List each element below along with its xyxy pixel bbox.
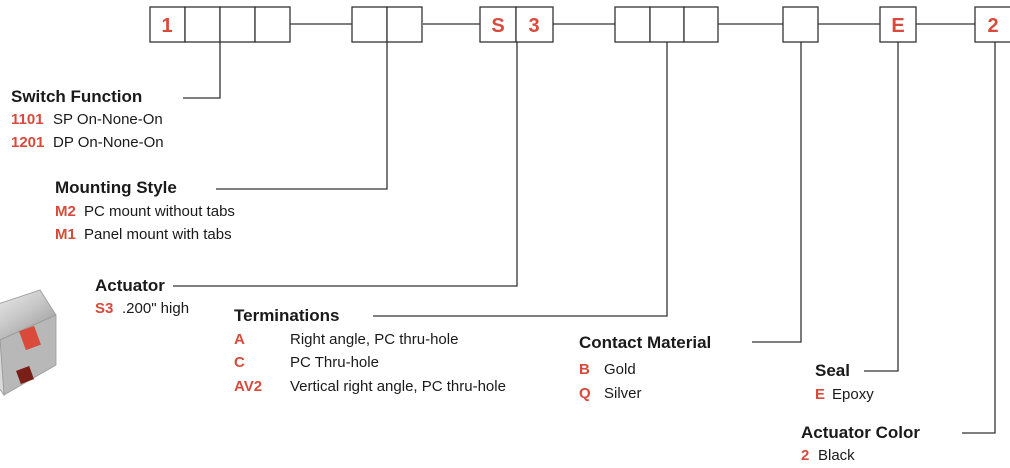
option-code: E [815,386,832,403]
part-box-10 [650,7,684,42]
option-code: 1201 [11,134,53,151]
box-text-13: E [891,15,904,37]
option-code: Q [579,385,604,402]
leader-actuator [173,42,517,286]
option-text: .200" high [122,300,189,317]
option-code: B [579,361,604,378]
box-text-8: 3 [528,15,539,37]
part-box-2 [185,7,220,42]
option-text: PC mount without tabs [84,203,235,220]
actuator-color-label: Actuator Color [801,423,920,443]
leader-seal [864,42,898,371]
part-box-6 [387,7,422,42]
leader-terminations [373,42,667,316]
option-code: M2 [55,203,84,220]
option-text: Gold [604,361,636,378]
part-box-3 [220,7,255,42]
part-box-4 [255,7,290,42]
option-text: PC Thru-hole [290,354,379,371]
actuator-option: S3.200" high [95,300,189,317]
option-text: DP On-None-On [53,134,164,151]
leader-mounting-style [216,42,387,189]
box-text-7: S [491,15,504,37]
seal-label: Seal [815,361,850,381]
part-box-5 [352,7,387,42]
option-code: 1101 [11,111,53,128]
part-box-9 [615,7,650,42]
leader-actuator-color [962,42,995,433]
switch-function-label: Switch Function [11,87,142,107]
box-text-1: 1 [161,15,172,37]
terminations-label: Terminations [234,306,339,326]
option-text: SP On-None-On [53,111,163,128]
option-text: Right angle, PC thru-hole [290,331,458,348]
contact-material-label: Contact Material [579,333,711,353]
option-code: A [234,331,290,348]
option-text: Black [818,447,855,464]
switch-product-image [0,270,60,420]
option-code: 2 [801,447,818,464]
leader-contact-material [752,42,801,342]
option-code: C [234,354,290,371]
option-text: Epoxy [832,386,874,403]
mounting-style-label: Mounting Style [55,178,177,198]
part-box-12 [783,7,818,42]
option-code: S3 [95,300,122,317]
option-code: AV2 [234,378,290,395]
option-text: Panel mount with tabs [84,226,232,243]
part-box-11 [684,7,718,42]
option-text: Silver [604,385,642,402]
box-text-14: 2 [987,15,998,37]
option-code: M1 [55,226,84,243]
leader-switch-function [183,42,220,98]
option-text: Vertical right angle, PC thru-hole [290,378,506,395]
actuator-label: Actuator [95,276,165,296]
